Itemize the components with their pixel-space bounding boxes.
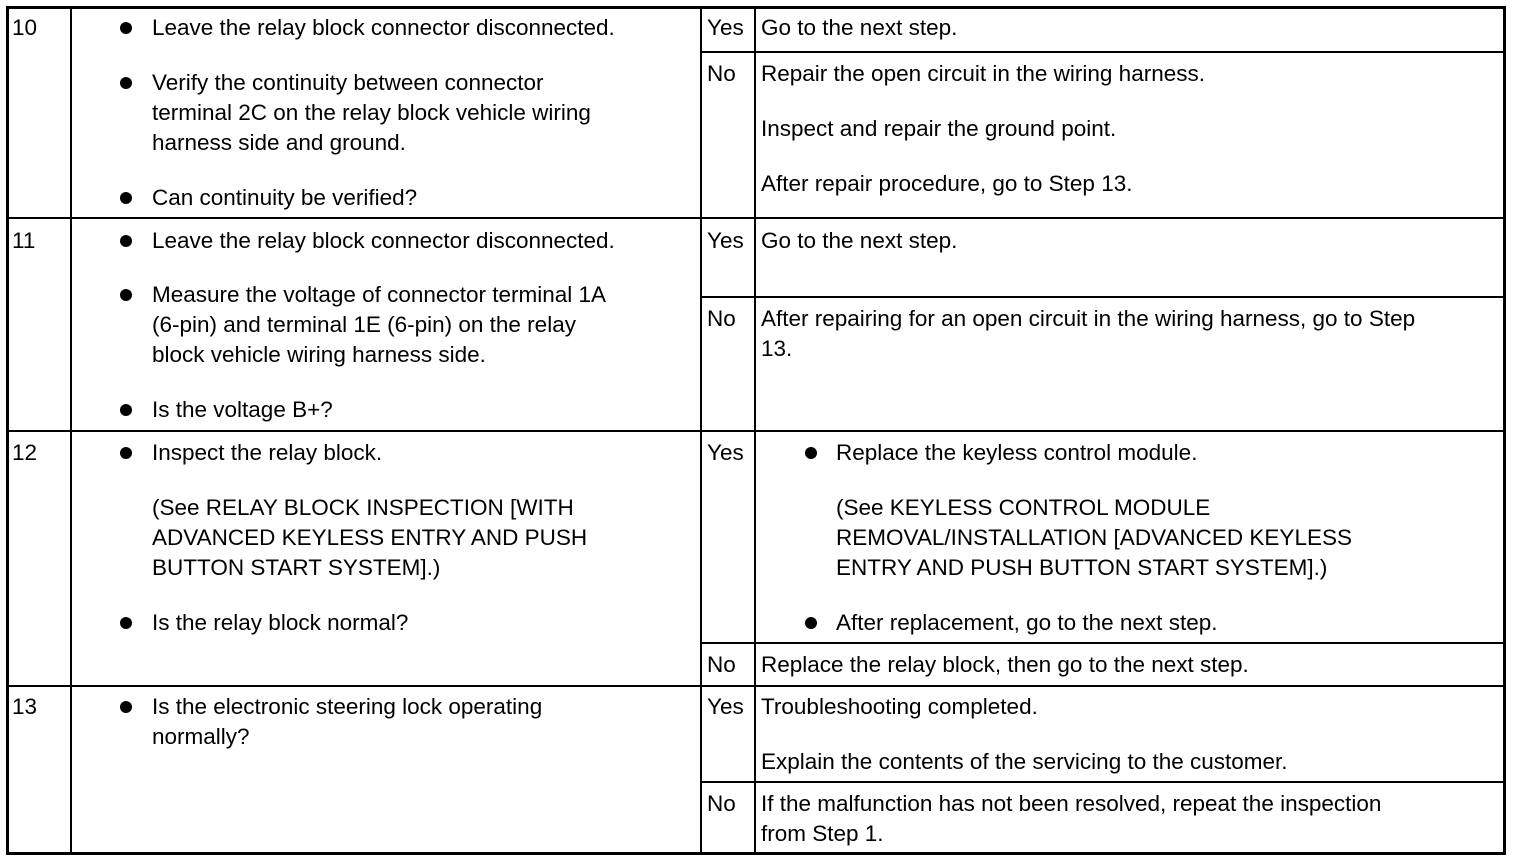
yes-action: Go to the next step. <box>761 228 958 253</box>
yes-no-divider <box>700 781 1506 783</box>
no-label: No <box>707 791 736 816</box>
bullet-icon <box>120 447 132 459</box>
step-number: 13 <box>12 694 38 719</box>
check-text: Is the voltage B+? <box>152 397 333 422</box>
yes-action: Replace the keyless control module. <box>836 440 1198 465</box>
no-label: No <box>707 61 736 86</box>
yes-action: Go to the next step. <box>761 15 958 40</box>
reference-note: REMOVAL/INSTALLATION [ADVANCED KEYLESS <box>836 525 1352 550</box>
no-label: No <box>707 652 736 677</box>
row-divider <box>6 685 1506 687</box>
check-text: Verify the continuity between connector <box>152 70 544 95</box>
yes-no-divider <box>700 642 1506 644</box>
bullet-icon <box>120 289 132 301</box>
row-divider <box>6 430 1506 432</box>
check-text: Measure the voltage of connector termina… <box>152 282 606 307</box>
check-text: Can continuity be verified? <box>152 185 418 210</box>
row-divider <box>6 217 1506 219</box>
yes-action: After replacement, go to the next step. <box>836 610 1218 635</box>
yes-action: Troubleshooting completed. <box>761 694 1038 719</box>
yes-label: Yes <box>707 694 744 719</box>
yes-label: Yes <box>707 15 744 40</box>
no-action: After repair procedure, go to Step 13. <box>761 171 1133 196</box>
check-text: Leave the relay block connector disconne… <box>152 228 615 253</box>
check-text: normally? <box>152 724 250 749</box>
yes-label: Yes <box>707 228 744 253</box>
bullet-icon <box>120 77 132 89</box>
check-text: (6-pin) and terminal 1E (6-pin) on the r… <box>152 312 576 337</box>
no-action: If the malfunction has not been resolved… <box>761 791 1382 816</box>
no-action: After repairing for an open circuit in t… <box>761 306 1416 331</box>
yes-label: Yes <box>707 440 744 465</box>
bullet-icon <box>120 22 132 34</box>
check-text: Is the relay block normal? <box>152 610 409 635</box>
bullet-icon <box>120 235 132 247</box>
bullet-icon <box>120 701 132 713</box>
check-text: Is the electronic steering lock operatin… <box>152 694 543 719</box>
no-action: Repair the open circuit in the wiring ha… <box>761 61 1205 86</box>
no-label: No <box>707 306 736 331</box>
check-text: Leave the relay block connector disconne… <box>152 15 615 40</box>
no-action: Replace the relay block, then go to the … <box>761 652 1249 677</box>
yes-no-divider <box>700 296 1506 298</box>
no-action: 13. <box>761 336 793 361</box>
bullet-icon <box>120 617 132 629</box>
reference-note: ENTRY AND PUSH BUTTON START SYSTEM].) <box>836 555 1328 580</box>
step-number: 10 <box>12 15 38 40</box>
no-action: from Step 1. <box>761 821 884 846</box>
step-number: 11 <box>12 228 36 253</box>
check-text: block vehicle wiring harness side. <box>152 342 486 367</box>
check-text: Inspect the relay block. <box>152 440 383 465</box>
reference-note: ADVANCED KEYLESS ENTRY AND PUSH <box>152 525 588 550</box>
bullet-icon <box>120 192 132 204</box>
bullet-icon <box>120 404 132 416</box>
yes-no-divider <box>700 51 1506 53</box>
bullet-icon <box>805 447 817 459</box>
reference-note: (See KEYLESS CONTROL MODULE <box>836 495 1211 520</box>
no-action: Inspect and repair the ground point. <box>761 116 1117 141</box>
check-text: terminal 2C on the relay block vehicle w… <box>152 100 591 125</box>
yes-action: Explain the contents of the servicing to… <box>761 749 1288 774</box>
bullet-icon <box>805 617 817 629</box>
reference-note: (See RELAY BLOCK INSPECTION [WITH <box>152 495 574 520</box>
step-number: 12 <box>12 440 38 465</box>
reference-note: BUTTON START SYSTEM].) <box>152 555 441 580</box>
check-text: harness side and ground. <box>152 130 406 155</box>
